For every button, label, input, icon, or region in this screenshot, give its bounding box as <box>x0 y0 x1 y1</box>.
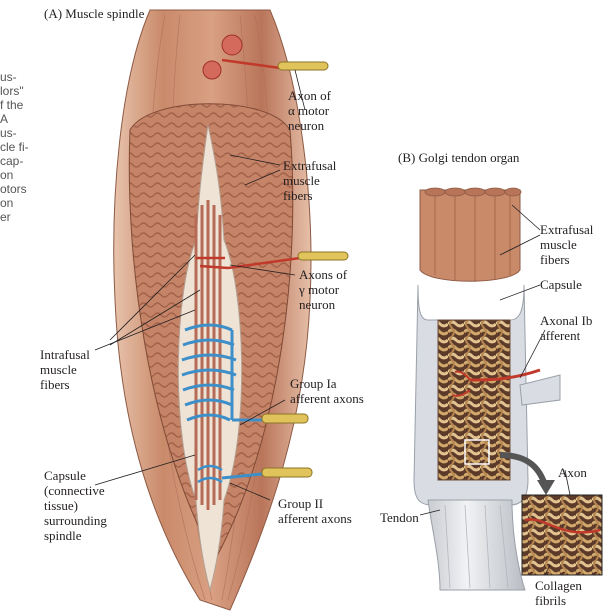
label-line: fibers <box>40 377 90 392</box>
label-line: muscle <box>540 237 593 252</box>
label-line: spindle <box>44 528 107 543</box>
label-line: fibers <box>283 188 336 203</box>
label-line: Group Ia <box>290 376 364 391</box>
label-tendon: Tendon <box>380 510 419 525</box>
label-line: fibrils <box>535 593 582 608</box>
label-line: surrounding <box>44 513 107 528</box>
label-axon: Axon <box>558 465 587 480</box>
tendon <box>428 500 525 590</box>
label-line: α motor <box>288 103 331 118</box>
label-line: afferent axons <box>278 511 352 526</box>
label-line: Collagen <box>535 578 582 593</box>
label-line: (connective <box>44 483 107 498</box>
label-line: fibers <box>540 252 593 267</box>
gto-collagen-weave <box>438 320 510 480</box>
label-line: Intrafusal <box>40 347 90 362</box>
label-line: Capsule <box>540 277 582 292</box>
label-line: Capsule <box>44 468 107 483</box>
label-line: neuron <box>299 297 347 312</box>
label-line: Group II <box>278 496 352 511</box>
label-line: Extrafusal <box>540 222 593 237</box>
label-line: tissue) <box>44 498 107 513</box>
label-line: Axonal Ib <box>540 313 592 328</box>
label-line: γ motor <box>299 282 347 297</box>
label-line: Axon of <box>288 88 331 103</box>
label-line: Axon <box>558 465 587 480</box>
label-line: afferent axons <box>290 391 364 406</box>
label-line: muscle <box>40 362 90 377</box>
label-line: muscle <box>283 173 336 188</box>
label-line: afferent <box>540 328 592 343</box>
label-line: neuron <box>288 118 331 133</box>
alpha-axon <box>278 62 328 70</box>
label-line: Tendon <box>380 510 419 525</box>
label-line: Extrafusal <box>283 158 336 173</box>
label-capsule-b: Capsule <box>540 277 582 292</box>
label-line: Axons of <box>299 267 347 282</box>
zoom-inset <box>522 495 602 575</box>
